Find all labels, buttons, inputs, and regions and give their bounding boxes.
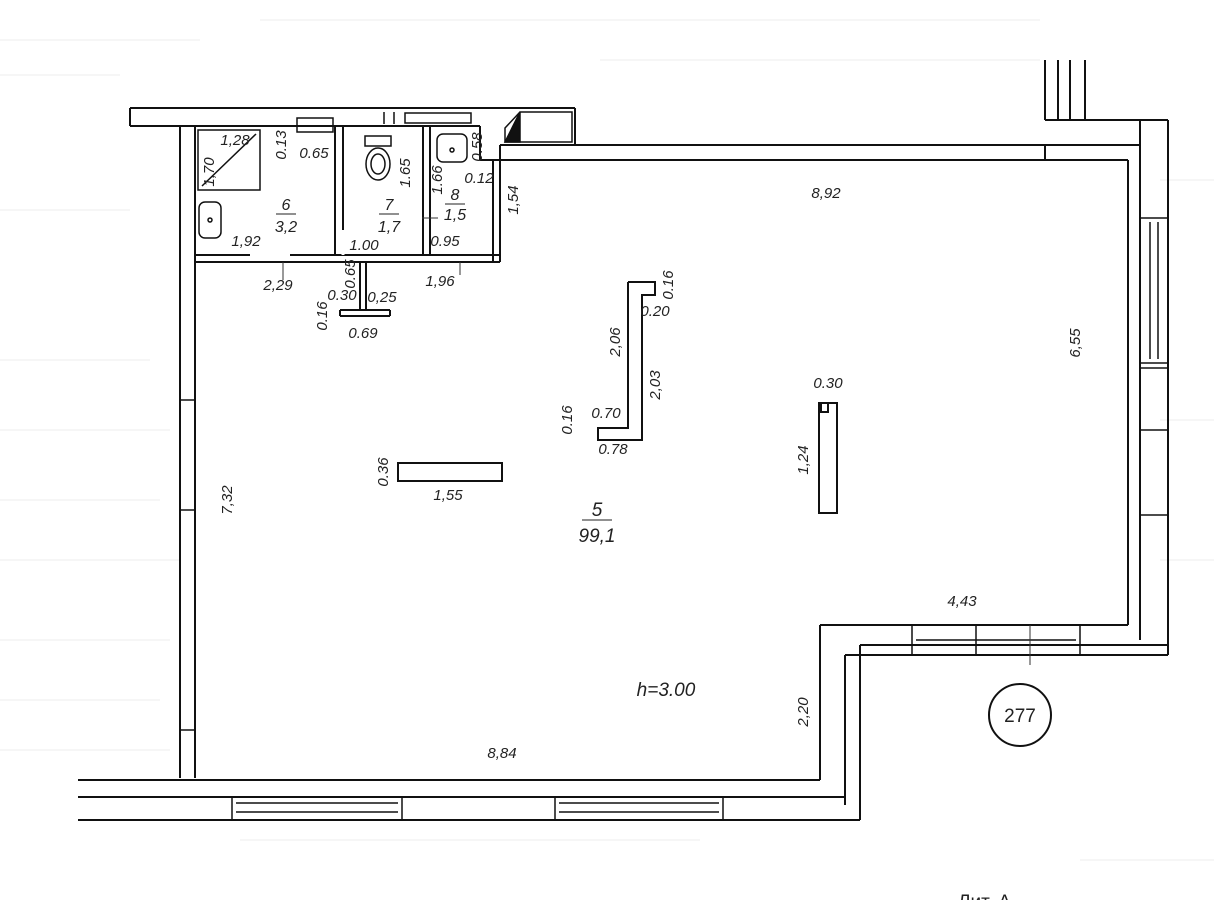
dim-1-65: 1.65 [397, 158, 414, 188]
room-labels: 6 3,2 7 1,7 8 1,5 5 99,1 [275, 187, 616, 547]
dim-8-84: 8,84 [487, 745, 516, 762]
dim-0-70: 0.70 [591, 405, 621, 422]
dim-2-20: 2,20 [795, 697, 812, 728]
dim-1-54: 1,54 [505, 185, 522, 214]
fixtures [197, 111, 573, 239]
dim-6-55: 6,55 [1067, 328, 1084, 358]
room-8-number: 8 [451, 187, 460, 204]
dim-0-13: 0.13 [273, 130, 290, 160]
dim-1-00: 1.00 [349, 237, 379, 254]
room-8-area: 1,5 [444, 207, 466, 224]
room-7-number: 7 [385, 197, 395, 214]
sink-basin [198, 201, 222, 239]
dim-1-66: 1.66 [429, 165, 446, 195]
room-6-number: 6 [282, 197, 291, 214]
room-5-area: 99,1 [579, 526, 616, 547]
room-5-number: 5 [592, 500, 603, 521]
scan-background [0, 19, 1214, 861]
shower-tray [197, 129, 261, 191]
dim-1-70: 1,70 [201, 157, 218, 187]
dimensions: 1,28 0.65 0.12 1,92 1.00 0.95 2,29 1,96 … [220, 132, 977, 762]
washbasin [436, 133, 468, 163]
interior-elements [397, 281, 838, 514]
room-6-area: 3,2 [275, 219, 297, 236]
dim-8-92: 8,92 [811, 185, 841, 202]
shaft [504, 111, 573, 143]
dim-0-16-b: 0.16 [660, 270, 677, 300]
dim-0-20: 0.20 [640, 303, 670, 320]
dim-7-32: 7,32 [219, 485, 236, 515]
column [818, 402, 838, 514]
dim-0-36: 0.36 [375, 457, 392, 487]
partition-low [397, 462, 503, 482]
dim-1-24: 1,24 [795, 445, 812, 474]
dim-0-16-c: 0.16 [559, 405, 576, 435]
dim-0-25: 0,25 [367, 289, 397, 306]
toilet-bowl [365, 147, 391, 181]
dim-0-58: 0.58 [469, 132, 486, 162]
dim-4-43: 4,43 [947, 593, 977, 610]
dim-1-28: 1,28 [220, 132, 250, 149]
dim-0-65-b: 0.65 [342, 259, 359, 289]
dim-2-29: 2,29 [262, 277, 293, 294]
dimensions-vertical: 1,70 0.13 1.65 1.66 0.58 1,54 0.65 0.16 … [201, 130, 1084, 728]
dim-0-69: 0.69 [348, 325, 378, 342]
corner-text: Лит. А [958, 892, 1011, 900]
dim-1-96: 1,96 [425, 273, 455, 290]
dimension-ticks [282, 217, 1031, 665]
toilet-tank [364, 135, 392, 147]
dim-0-65-a: 0.65 [299, 145, 329, 162]
dim-2-03: 2,03 [647, 370, 664, 401]
dim-1-92: 1,92 [231, 233, 261, 250]
dim-0-30: 0.30 [327, 287, 357, 304]
room-7-area: 1,7 [378, 219, 401, 236]
dim-0-95: 0.95 [430, 233, 460, 250]
dim-2-06: 2,06 [607, 327, 624, 358]
dim-0-12: 0.12 [464, 170, 494, 187]
unit-number-badge: 277 [988, 683, 1052, 747]
dim-0-30-col: 0.30 [813, 375, 843, 392]
dim-0-78: 0.78 [598, 441, 628, 458]
bathroom-partitions [195, 126, 501, 317]
ceiling-height: h=3.00 [637, 680, 696, 701]
dim-0-16-a: 0.16 [314, 301, 331, 331]
dim-1-55: 1,55 [433, 487, 463, 504]
windows [180, 217, 1169, 821]
unit-number: 277 [1004, 706, 1036, 727]
